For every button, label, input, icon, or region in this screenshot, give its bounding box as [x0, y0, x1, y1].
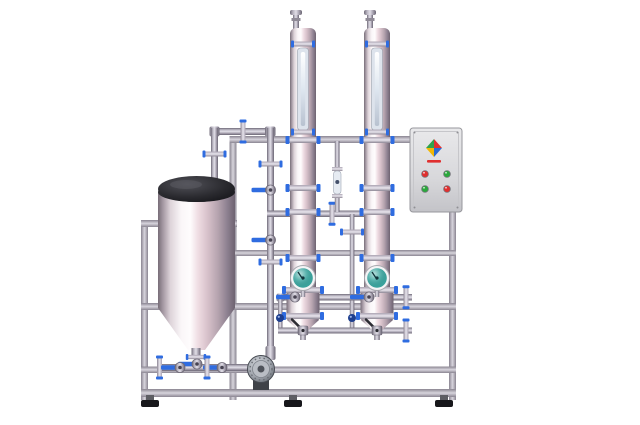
panel-enclosure [409, 127, 463, 213]
mini-flow-indicator [332, 167, 343, 198]
pump-base [253, 380, 269, 390]
light-glint-4 [445, 186, 447, 189]
drain-pipe [278, 327, 412, 334]
logo-wordmark [427, 160, 441, 163]
pump-hub [257, 365, 265, 373]
feed-tank [158, 176, 235, 350]
feed-clamp-2 [258, 258, 283, 266]
light-glint-3 [423, 186, 425, 189]
indicator-light-top-right [443, 170, 451, 178]
permeate-end-clamp [402, 285, 410, 310]
logo-quadrant-1 [434, 139, 442, 148]
panel-screw-4 [456, 206, 459, 209]
lid-highlight [170, 180, 202, 189]
tank-cone [158, 308, 235, 350]
indicator-light-top-left [421, 170, 429, 178]
frame-rail-mid-support [229, 250, 456, 256]
indicator-light-bottom-left [421, 185, 429, 193]
tank-dome-lid [158, 176, 235, 202]
tank-riser-pipe [211, 128, 218, 190]
membrane-column-1 [282, 10, 324, 340]
manifold-clamp [328, 201, 336, 226]
feed-clamp-1 [258, 160, 283, 168]
frame-rail-top [229, 136, 456, 143]
light-glint-1 [423, 171, 425, 174]
flow-float [335, 180, 340, 184]
mini-ball-valve-1 [276, 314, 284, 322]
logo-quadrant-4 [426, 139, 434, 148]
feed-manifold [267, 210, 382, 217]
feed-valve-1 [251, 184, 276, 196]
permeate-pipe [278, 294, 412, 301]
light-glint-2 [445, 171, 447, 174]
logo-quadrant-2 [434, 148, 442, 157]
control-panel [409, 127, 463, 213]
logo-quadrant-3 [426, 148, 434, 157]
tank-outlet-stub [191, 348, 201, 357]
panel-door-seam [413, 131, 459, 209]
frame-post-right [449, 136, 456, 400]
permeate-drop-pipe [278, 297, 283, 330]
panel-screw-3 [413, 206, 416, 209]
membrane-column-2 [356, 10, 398, 340]
indicator-lights [421, 170, 451, 193]
bottom-transfer-line [156, 346, 276, 390]
panel-screw-2 [456, 131, 459, 134]
brand-logo [426, 139, 442, 163]
tank-shell [158, 192, 235, 308]
mini-ball-valve-2 [348, 314, 356, 322]
drain-end-clamp [402, 318, 410, 343]
riser-clamp [202, 150, 227, 158]
bypass-clamp [340, 228, 364, 236]
frame-rail-bottom [141, 389, 456, 397]
ball-valve-highlight-1 [277, 315, 280, 318]
flow-cap-bottom [332, 194, 343, 198]
panel-screw-1 [413, 131, 416, 134]
pump-bolt-circle [249, 357, 273, 381]
flow-cap-top [332, 167, 343, 171]
ball-valve-highlight-2 [349, 315, 352, 318]
suction-clamp [203, 355, 211, 380]
feed-valve-2 [251, 234, 276, 246]
feed-pump [247, 355, 275, 390]
top-pipe-clamp [239, 119, 247, 144]
indicator-light-bottom-right [443, 185, 451, 193]
pump-discharge-elbow [265, 346, 276, 360]
front-fittings [275, 167, 410, 343]
bypass-pipe [349, 214, 355, 330]
frame-rail-lower [141, 366, 456, 373]
